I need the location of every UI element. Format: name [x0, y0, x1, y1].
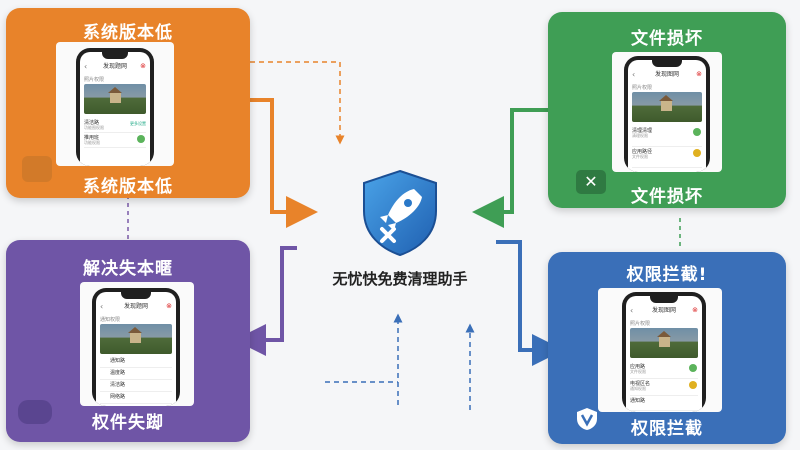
list-item[interactable]: 通知路 — [630, 396, 698, 411]
phone-mockup: ‹发现题网⊗ 通知权限 通知路 温度路 清洁路 网络路 — [92, 288, 180, 406]
card-screen: ‹发现图网⊗ 照片权限 应用路文件权限 电视区名通知权限 通知路 — [598, 288, 722, 412]
card-file-damaged: 文件损坏 ‹发现图网⊗ 照片权限 清理清理清理权限 应用路径文件权限 ✕ 文件损… — [548, 12, 786, 208]
card-title-bottom: 系统版本低 — [83, 177, 173, 197]
card-screen: ‹发现图网⊗ 照片权限 清理清理清理权限 应用路径文件权限 — [612, 52, 722, 172]
phone-subtitle: 照片权限 — [632, 85, 653, 91]
list-item[interactable]: 应用路径文件权限 — [632, 147, 702, 168]
list-item[interactable]: 清洁路功能图权限更多设置 — [84, 118, 146, 133]
card-screen: ‹发现题网⊗ 照片权限 清洁路功能图权限更多设置 推用班功能权限 — [56, 42, 174, 166]
card-title-top: 权限拦截! — [626, 265, 708, 285]
toolbox-icon: ✕ — [576, 170, 606, 194]
photo-thumbnail — [100, 324, 172, 354]
list-item[interactable]: 通知路 — [100, 356, 172, 368]
card-permission-blocked: 权限拦截! ‹发现图网⊗ 照片权限 应用路文件权限 电视区名通知权限 通知路 权… — [548, 252, 786, 444]
card-title-bottom: 权限拦截 — [631, 419, 703, 439]
phone-subtitle: 通知权限 — [100, 317, 121, 323]
list-item[interactable]: 应用路文件权限 — [630, 362, 698, 379]
list-item[interactable]: 推用班功能权限 — [84, 133, 146, 148]
card-title-top: 解决失本暱 — [83, 259, 173, 279]
status-icon — [693, 128, 701, 136]
rocket-shield-icon — [363, 169, 437, 257]
card-permission-lost: 解决失本暱 ‹发现题网⊗ 通知权限 通知路 温度路 清洁路 网络路 权件失踋 — [6, 240, 250, 442]
arrow-green — [472, 108, 548, 228]
phone-header: 发现图网 — [654, 71, 679, 78]
status-icon — [689, 364, 697, 372]
card-title-top: 系统版本低 — [83, 23, 173, 43]
photo-thumbnail — [84, 84, 146, 114]
photo-thumbnail — [632, 92, 702, 122]
card-title-bottom: 文件损坏 — [631, 187, 703, 207]
cup-icon — [18, 400, 52, 424]
list-item[interactable]: 网络路 — [100, 392, 172, 404]
phone-mockup: ‹发现题网⊗ 照片权限 清洁路功能图权限更多设置 推用班功能权限 — [76, 48, 154, 166]
phone-header: 发现题网 — [123, 303, 148, 310]
phone-subtitle: 照片权限 — [630, 321, 651, 327]
shield-v-icon — [574, 406, 600, 432]
phone-mockup: ‹发现图网⊗ 照片权限 应用路文件权限 电视区名通知权限 通知路 — [622, 292, 706, 412]
list-item[interactable]: 清理清理清理权限 — [632, 126, 702, 147]
phone-mockup: ‹发现图网⊗ 照片权限 清理清理清理权限 应用路径文件权限 — [624, 56, 710, 172]
card-system-version-low: 系统版本低 ‹发现题网⊗ 照片权限 清洁路功能图权限更多设置 推用班功能权限 系… — [6, 8, 250, 198]
list-item[interactable]: 温度路 — [100, 368, 172, 380]
status-icon — [689, 381, 697, 389]
close-icon[interactable]: ⊗ — [166, 302, 172, 310]
card-screen: ‹发现题网⊗ 通知权限 通知路 温度路 清洁路 网络路 — [80, 282, 194, 406]
photo-thumbnail — [630, 328, 698, 358]
hub-title: 无忧快免费清理助手 — [332, 270, 468, 288]
close-icon[interactable]: ⊗ — [692, 306, 698, 314]
phone-header: 发现图网 — [651, 307, 676, 314]
arrow-purple — [234, 246, 297, 356]
card-title-top: 文件损坏 — [631, 29, 703, 49]
status-icon — [137, 135, 145, 143]
robot-icon — [22, 156, 52, 182]
hub-shield — [352, 165, 448, 261]
close-icon[interactable]: ⊗ — [140, 62, 146, 70]
phone-header: 发现题网 — [102, 63, 127, 70]
arrow-orange — [250, 98, 318, 228]
arrow-blue — [496, 240, 564, 366]
list-item[interactable]: 清洁路 — [100, 380, 172, 392]
arrow-orange-dashed — [250, 61, 345, 145]
close-icon[interactable]: ⊗ — [696, 70, 702, 78]
list-item[interactable]: 电视区名通知权限 — [630, 379, 698, 396]
phone-subtitle: 照片权限 — [84, 77, 105, 83]
card-title-bottom: 权件失踋 — [92, 413, 164, 433]
status-icon — [693, 149, 701, 157]
